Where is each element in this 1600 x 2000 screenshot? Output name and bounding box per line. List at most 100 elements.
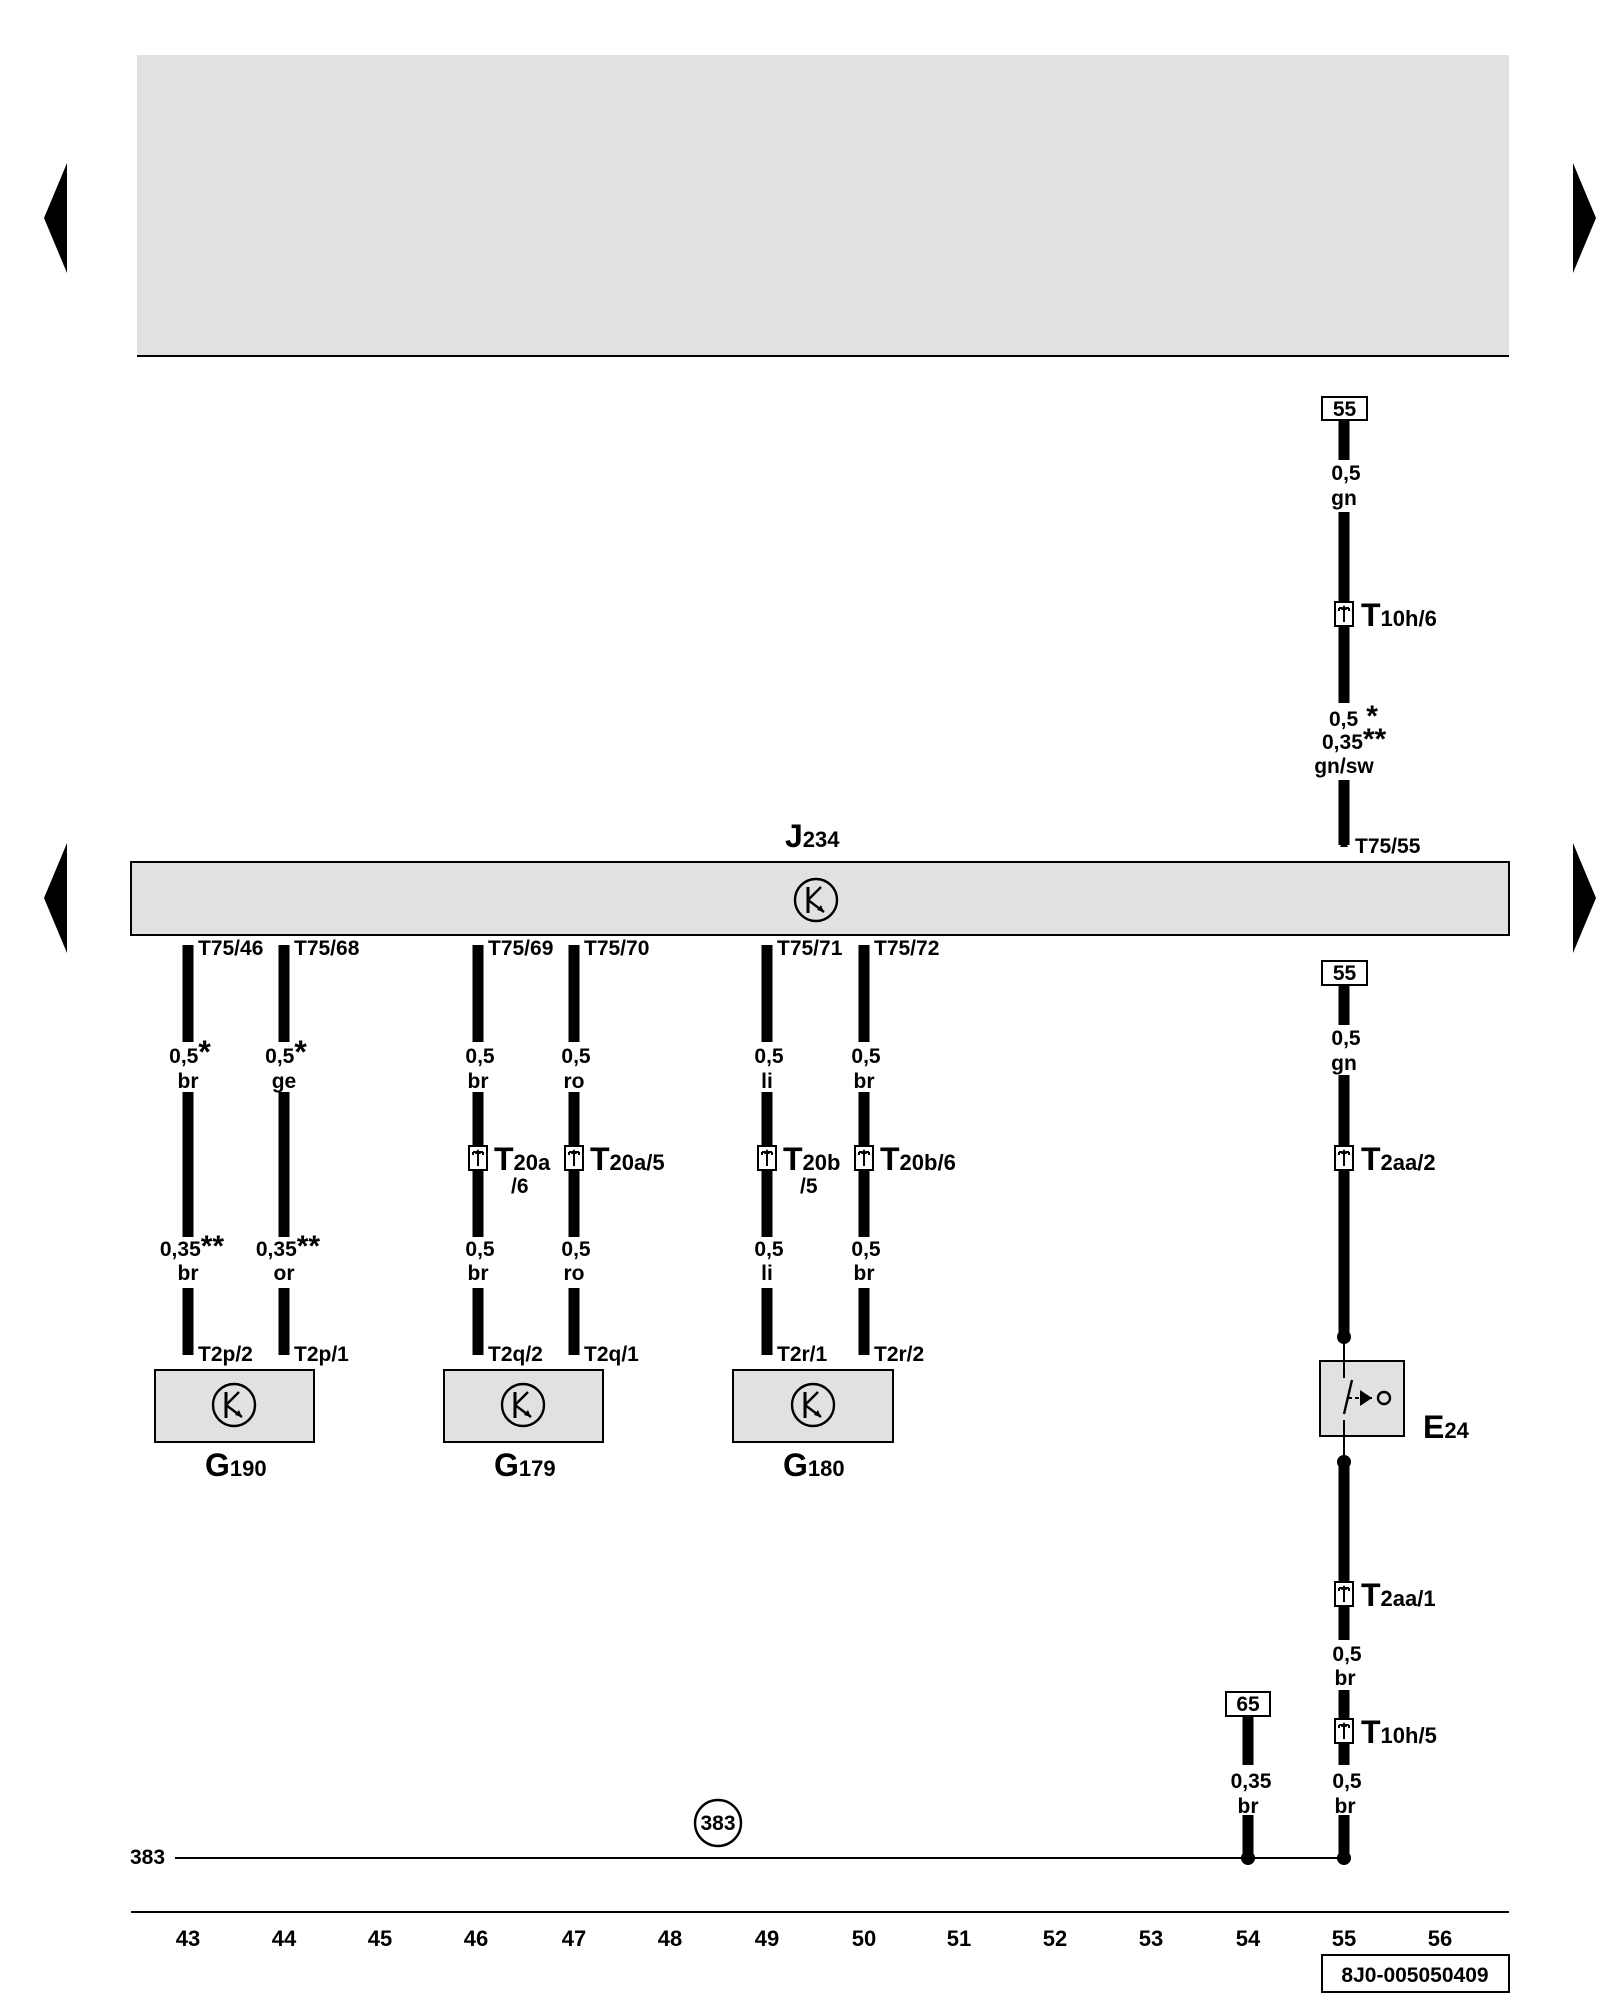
wire-size-label: 0,5 [754,1045,784,1068]
module-pin-label: T75/69 [488,937,553,960]
grid-number: 54 [1236,1926,1261,1951]
wire-size-label: 0,5 [561,1238,591,1261]
wire-size-label: 0,5 [1331,462,1361,485]
lower-branch: 55 0,5 gn T2aa/2 E24 T2aa/1 0,5 br T10h/… [1319,960,1470,1858]
wire-size-label: 0,5* [1329,700,1378,733]
reference-box-label: 65 [1236,1693,1260,1716]
connector-label: T10h/5 [1361,1714,1437,1750]
control-unit-label: J234 [785,818,840,854]
wire-labels-upper: 0,5* br 0,5* ge 0,5 br 0,5 ro 0,5 li 0,5… [165,1034,887,1093]
control-unit-j234[interactable] [130,861,1510,936]
grid-number: 43 [176,1926,200,1951]
grid-number: 50 [852,1926,876,1951]
grid-number: 51 [947,1926,971,1951]
header-panel [137,55,1509,355]
wire-color-label: ge [272,1070,297,1093]
previous-section-arrow[interactable] [44,843,67,953]
grid-number: 44 [272,1926,297,1951]
grid-number: 47 [562,1926,586,1951]
next-section-arrow[interactable] [1573,843,1596,953]
wire-size-label: 0,35** [256,1230,321,1263]
connector-label-line2: /6 [511,1175,529,1198]
reference-box-label: 55 [1333,398,1357,421]
sensor-g180[interactable]: G180 [732,1369,894,1483]
wire-size-label: 0,5 [1331,1027,1361,1050]
reference-box[interactable] [1321,960,1368,986]
wire-color-label: br [854,1070,875,1093]
grid-number: 52 [1043,1926,1067,1951]
connector-label: T2aa/1 [1361,1577,1436,1613]
connector-label: T20b [783,1141,840,1177]
sensor-label: G179 [494,1447,556,1483]
reference-box[interactable] [1321,396,1368,421]
ground-point-marker[interactable] [693,1798,743,1848]
previous-page-arrow[interactable] [44,163,67,273]
wire-labels-lower: 0,35** br 0,35** or 0,5 br 0,5 ro 0,5 li… [160,1230,887,1288]
connector-label: T20a [494,1141,551,1177]
ground-bus: 383 383 [130,1798,1351,1869]
connector-icon [468,1145,488,1171]
ground-label: 383 [130,1846,165,1869]
sensor-label: G180 [783,1447,845,1483]
connector-label: T2aa/2 [1361,1141,1436,1177]
doc-number: 8J0-005050409 [1341,1964,1488,1987]
reference-box-label: 55 [1333,962,1357,985]
connector-icon [1334,1718,1354,1744]
sensor-label: G190 [205,1447,267,1483]
module-pin-label: T75/55 [1355,835,1421,858]
wire-size-label: 0,5 [851,1045,881,1068]
grid-number: 56 [1428,1926,1452,1951]
next-page-arrow[interactable] [1573,163,1596,273]
connector-label: T20b/6 [880,1141,956,1177]
wire-color-label: gn/sw [1314,755,1374,778]
wire-color-label: br [178,1262,199,1285]
sensor-pin-label: T2r/1 [777,1343,828,1366]
connector-label: T10h/6 [1361,597,1437,633]
reference-box[interactable] [1225,1691,1271,1717]
grid-number: 49 [755,1926,779,1951]
wire-size-label: 0,5 [754,1238,784,1261]
wire-size-label: 0,5* [169,1034,211,1070]
grid-number: 46 [464,1926,488,1951]
wire-size-label: 0,5 [465,1045,495,1068]
wire-size-label: 0,5* [265,1034,307,1070]
grid-number: 55 [1332,1926,1356,1951]
sensor-pin-label: T2q/1 [584,1343,639,1366]
wire-color-label: or [274,1262,295,1285]
wire-color-label: br [1335,1667,1356,1690]
sensor-pin-label: T2p/2 [198,1343,253,1366]
wire-color-label: br [1238,1795,1259,1818]
wire-color-label: ro [564,1070,585,1093]
module-pin-label: T75/70 [584,937,649,960]
wire-color-label: gn [1331,1052,1357,1075]
wire-size-label: 0,5 [1332,1643,1362,1666]
wire-color-label: li [761,1070,773,1093]
sensor-g179[interactable]: G179 [443,1369,604,1483]
sensor-pin-label: T2r/2 [874,1343,924,1366]
wire-color-label: ro [564,1262,585,1285]
wire-size-label: 0,5 [561,1045,591,1068]
sensor-g190[interactable]: G190 [154,1369,315,1483]
grid-number: 45 [368,1926,392,1951]
sensor-pin-label: T2p/1 [294,1343,349,1366]
wire-color-label: br [178,1070,199,1093]
doc-number-box [1321,1954,1510,1993]
wire-size-label: 0,35 [1231,1770,1272,1793]
module-pin-label: T75/46 [198,937,263,960]
switch-e24[interactable] [1319,1360,1405,1437]
wire-size-label: 0,5 [465,1238,495,1261]
module-pins: T75/46 T75/68 T75/69 T75/70 T75/71 T75/7… [184,937,939,960]
module-pin-label: T75/68 [294,937,360,960]
connector-icon [1334,601,1354,627]
wire-color-label: gn [1331,487,1357,510]
wire-color-label: br [468,1070,489,1093]
grid-number: 48 [658,1926,682,1951]
upper-branch: 55 0,5 gn T10h/6 0,5* 0,35** gn/sw T75/5… [1314,396,1437,858]
ground-point-label: 383 [700,1812,735,1835]
connector-icon [1334,1145,1354,1171]
connector-label-line2: /5 [800,1175,818,1198]
connector-icon [854,1145,874,1171]
module-pin-label: T75/72 [874,937,939,960]
